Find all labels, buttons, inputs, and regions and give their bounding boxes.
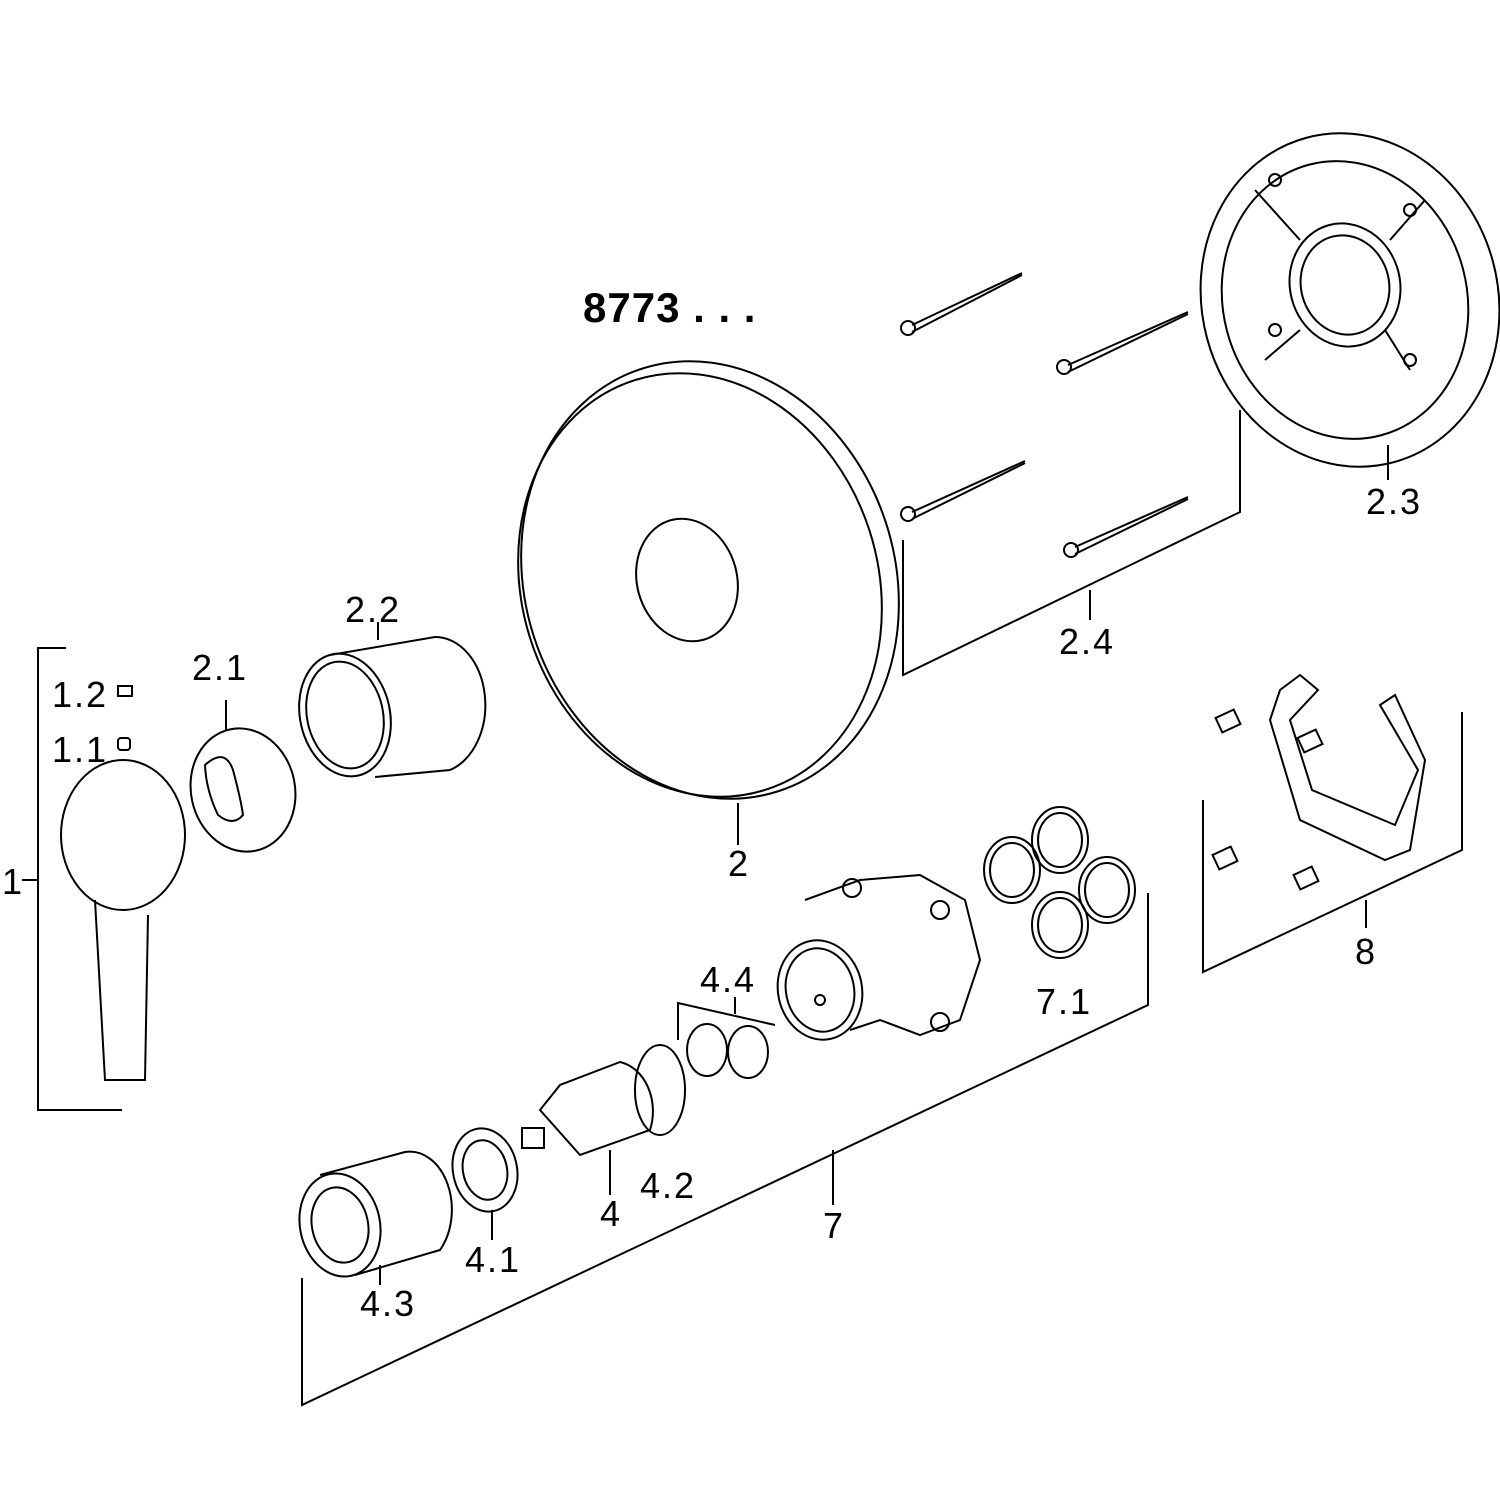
bracket-4-4 bbox=[677, 997, 776, 1040]
bracket-1 bbox=[22, 647, 122, 1111]
bracket-2-4 bbox=[902, 410, 1241, 677]
cartridge bbox=[521, 1044, 686, 1195]
part-label-4-4: 4.4 bbox=[700, 959, 757, 1000]
part-label-2-1: 2.1 bbox=[192, 647, 249, 688]
part-label-8: 8 bbox=[1355, 931, 1378, 972]
mounting-ring bbox=[1199, 132, 1500, 480]
screws bbox=[900, 272, 1189, 558]
lever-handle bbox=[60, 685, 186, 1081]
bracket-8 bbox=[1202, 712, 1463, 974]
seals bbox=[686, 1023, 769, 1079]
part-label-2-2: 2.2 bbox=[345, 589, 402, 630]
cartridge-sleeve bbox=[298, 1150, 453, 1285]
part-label-1-1: 1.1 bbox=[52, 729, 109, 770]
bracket-7 bbox=[301, 893, 1149, 1407]
part-label-7-1: 7.1 bbox=[1036, 981, 1093, 1022]
part-label-2-4: 2.4 bbox=[1059, 621, 1116, 662]
part-label-2-3: 2.3 bbox=[1366, 481, 1423, 522]
valve-body bbox=[776, 873, 982, 1041]
part-label-1-2: 1.2 bbox=[52, 674, 109, 715]
cover-plate bbox=[517, 360, 900, 845]
part-label-4-3: 4.3 bbox=[360, 1283, 417, 1324]
part-label-2: 2 bbox=[728, 843, 751, 884]
retaining-nut bbox=[451, 1127, 519, 1240]
part-label-1: 1 bbox=[2, 861, 25, 902]
mounting-clip bbox=[1211, 673, 1427, 891]
part-label-4-1: 4.1 bbox=[465, 1239, 522, 1280]
rosette bbox=[189, 700, 297, 853]
o-rings bbox=[983, 806, 1136, 959]
part-label-7: 7 bbox=[823, 1205, 846, 1246]
part-label-4: 4 bbox=[600, 1193, 623, 1234]
part-label-4-2: 4.2 bbox=[640, 1165, 697, 1206]
sleeve bbox=[298, 622, 487, 778]
model-number-title: 8773 . . . bbox=[583, 284, 757, 331]
